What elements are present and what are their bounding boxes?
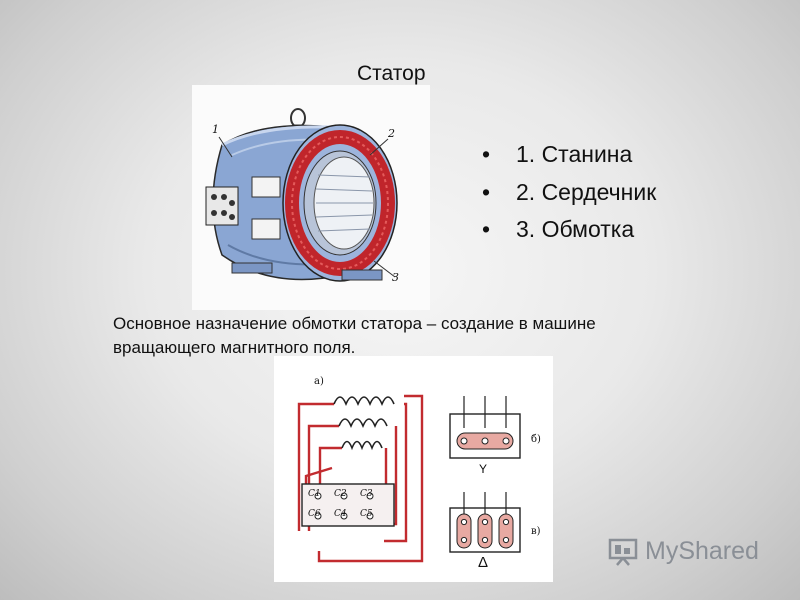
watermark: MyShared <box>607 536 759 566</box>
purpose-text: Основное назначение обмотки статора – со… <box>113 314 596 357</box>
callout-1: 1 <box>212 123 219 136</box>
bullet-icon: • <box>482 141 491 167</box>
list-item-label: 2. Сердечник <box>516 178 657 205</box>
terminal-label: C6 <box>308 509 321 519</box>
panel-label-b: б) <box>531 434 541 445</box>
stator-illustration: 1 2 3 <box>192 85 430 310</box>
bullet-icon: • <box>482 216 491 242</box>
list-item-label: 1. Станина <box>516 141 633 167</box>
terminal-label: C3 <box>360 489 373 499</box>
watermark-text: MyShared <box>645 536 759 565</box>
list-item: • 3. Обмотка <box>482 211 656 249</box>
list-item-label: 3. Обмотка <box>516 216 635 242</box>
presentation-board-icon <box>608 538 638 566</box>
terminal-label: C2 <box>334 489 347 499</box>
terminal-label: C4 <box>334 509 347 519</box>
terminal-label: C5 <box>360 509 373 519</box>
panel-label-v: в) <box>531 526 541 537</box>
list-item: • 2. Сердечник <box>482 174 656 212</box>
list-item: • 1. Станина <box>482 136 656 174</box>
wiring-diagram: а) б) в) C1 C2 C3 C6 C4 C5 Y Δ <box>274 356 553 582</box>
parts-list: • 1. Станина • 2. Сердечник • 3. Обмотка <box>482 136 656 249</box>
panel-label-a: а) <box>314 376 324 387</box>
callout-2: 2 <box>388 127 395 140</box>
callout-3: 3 <box>392 271 399 284</box>
stator-drawing <box>205 108 398 282</box>
slide-title: Статор <box>357 62 426 85</box>
delta-symbol: Δ <box>478 554 489 571</box>
star-symbol: Y <box>479 462 488 476</box>
bullet-icon: • <box>482 178 491 205</box>
wiring-drawing <box>297 394 521 563</box>
terminal-label: C1 <box>308 489 321 499</box>
